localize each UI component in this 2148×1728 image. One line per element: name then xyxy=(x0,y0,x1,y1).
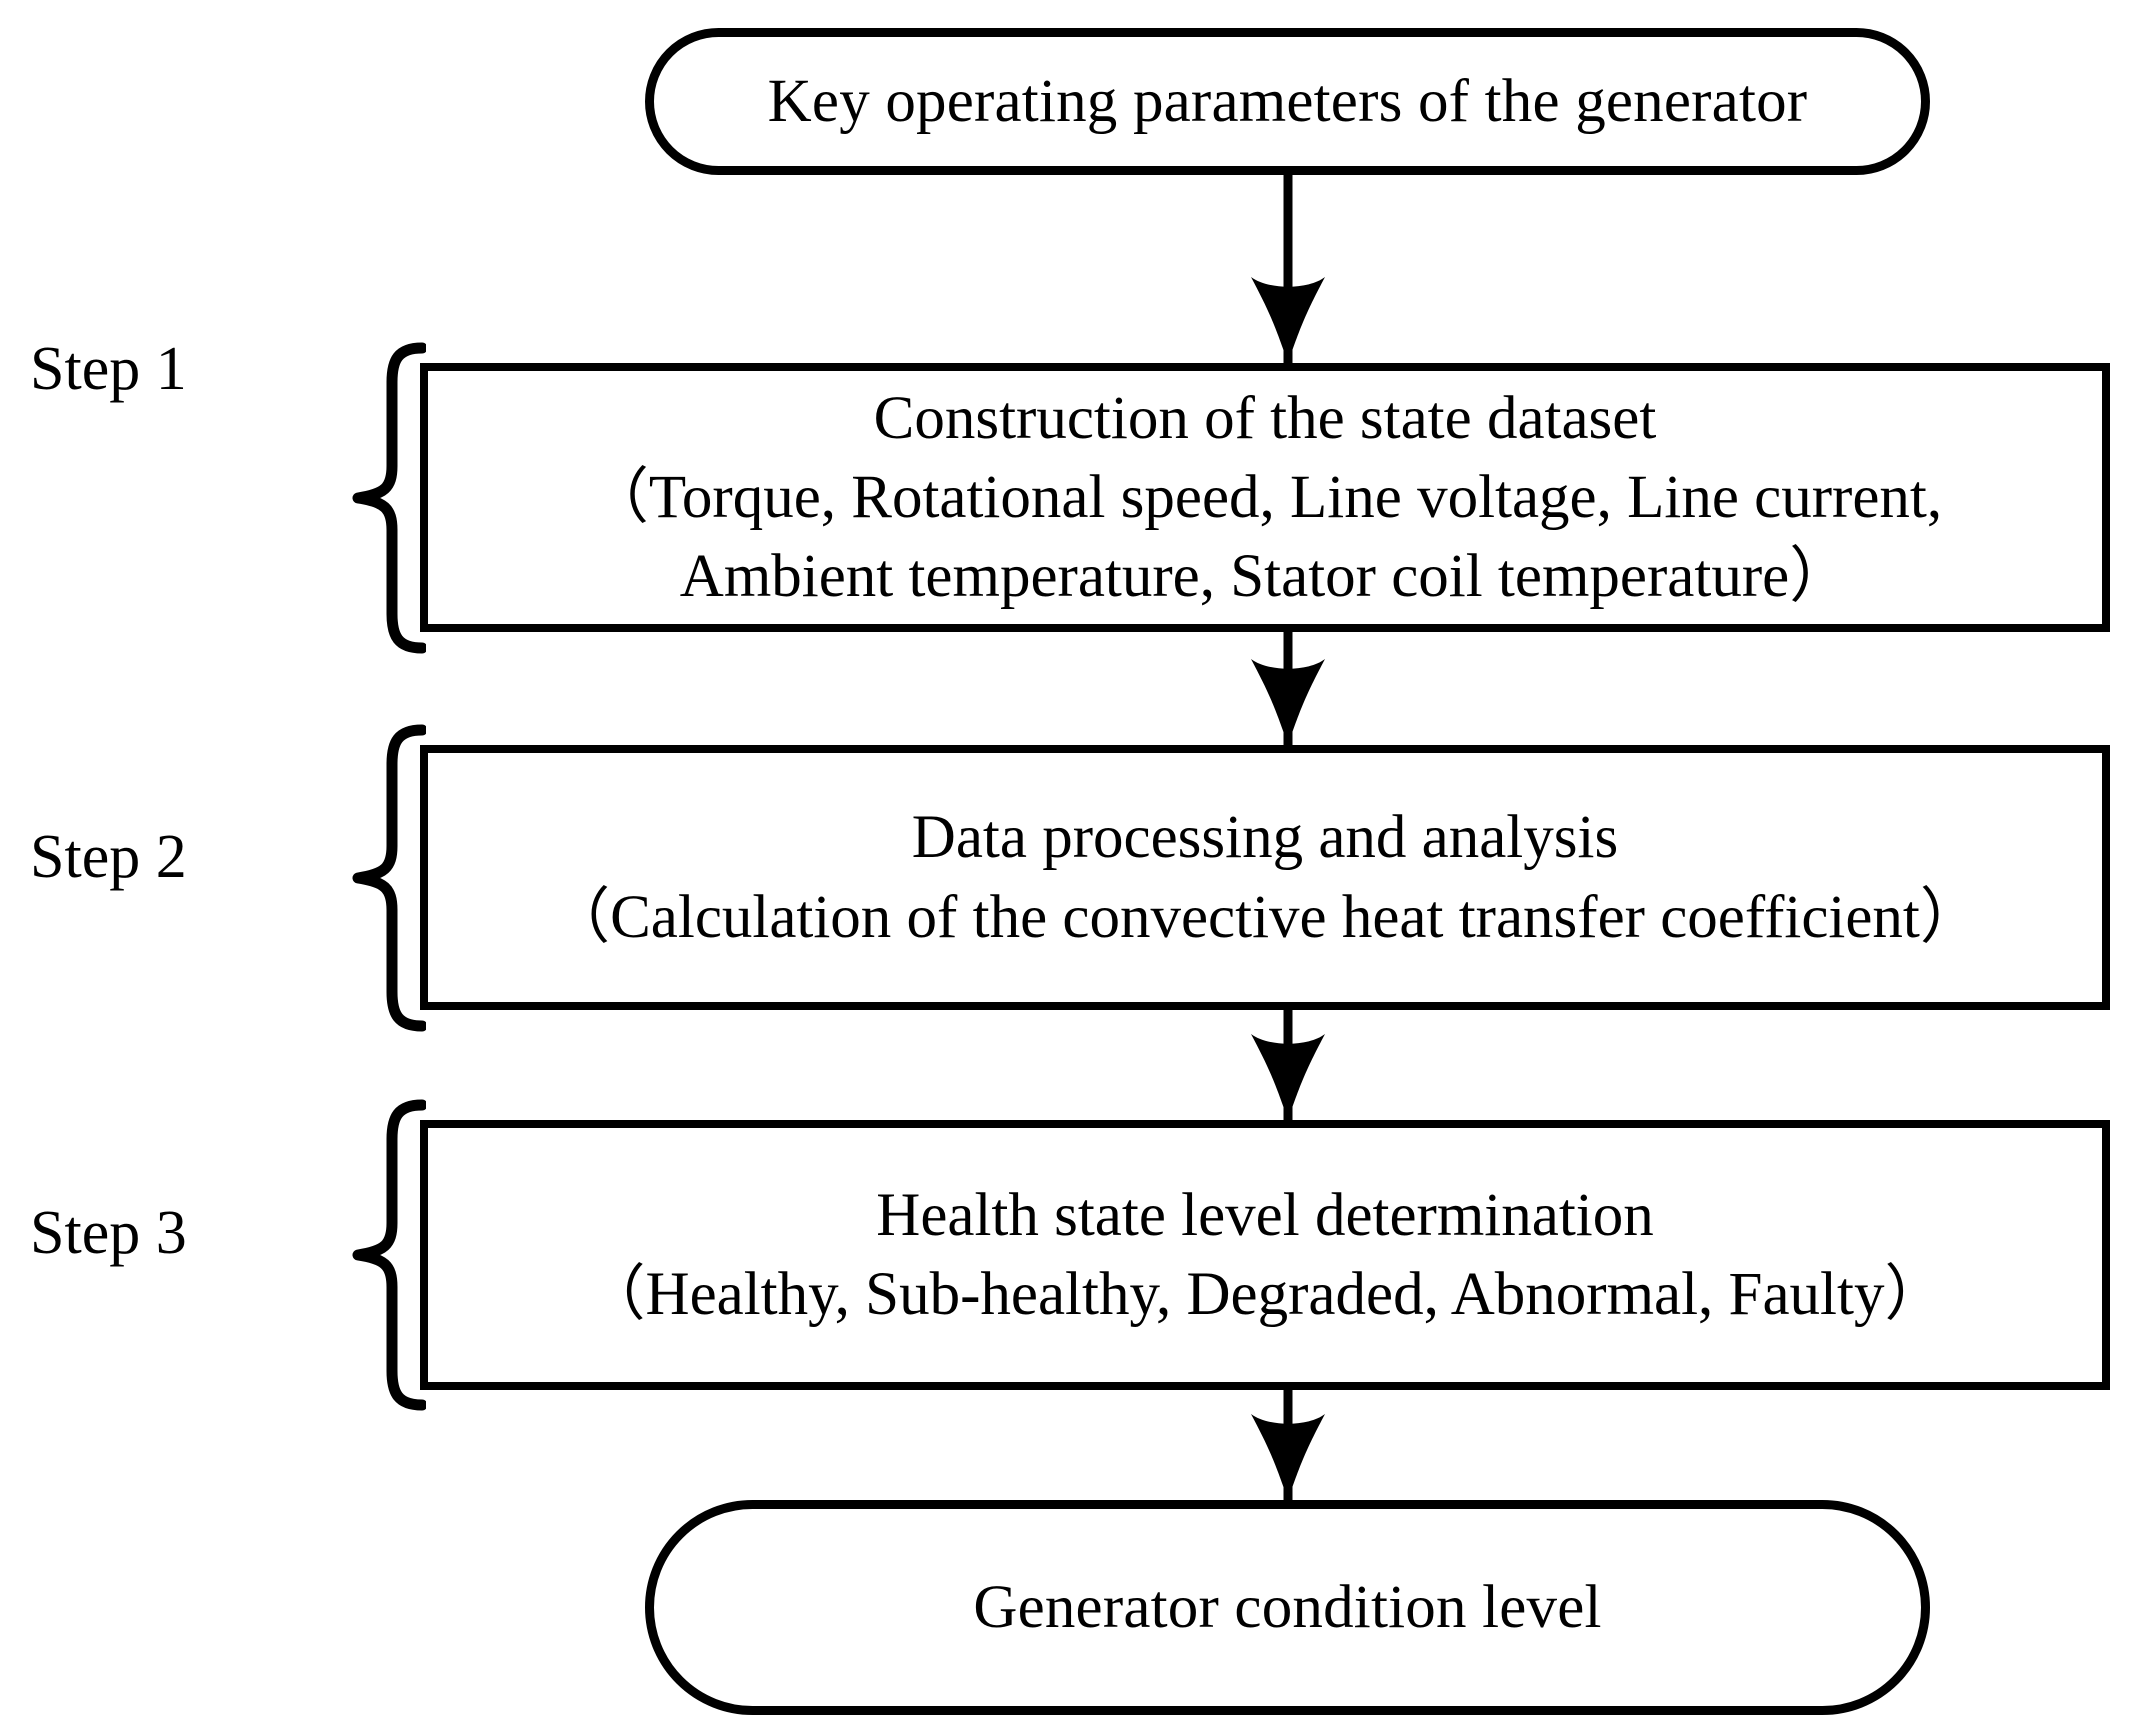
node-key-operating-parameters-label: Key operating parameters of the generato… xyxy=(767,67,1808,135)
brace-step-1 xyxy=(348,342,426,654)
node-step-3-box[interactable]: Health state level determination （Health… xyxy=(420,1120,2110,1390)
step-label-2: Step 2 xyxy=(30,823,187,891)
step-1-line-1: Construction of the state dataset xyxy=(873,384,1657,452)
step-1-line-3: Ambient temperature, Stator coil tempera… xyxy=(679,543,1851,611)
step-label-3: Step 3 xyxy=(30,1199,187,1267)
step-1-line-2: （Torque, Rotational speed, Line voltage,… xyxy=(587,463,1943,531)
node-key-operating-parameters[interactable]: Key operating parameters of the generato… xyxy=(645,28,1930,175)
brace-step-3 xyxy=(348,1099,426,1411)
step-3-line-2: （Healthy, Sub-healthy, Degraded, Abnorma… xyxy=(584,1261,1946,1328)
arrow-step1-to-step2 xyxy=(1251,632,1325,745)
arrow-step2-to-step3 xyxy=(1251,1010,1325,1120)
arrow-title-to-step1 xyxy=(1251,175,1325,363)
node-generator-condition-level-label: Generator condition level xyxy=(973,1573,1602,1641)
arrow-step3-to-end xyxy=(1251,1390,1325,1500)
step-2-line-1: Data processing and analysis xyxy=(911,804,1619,872)
node-step-2-box[interactable]: Data processing and analysis （Calculatio… xyxy=(420,745,2110,1010)
step-3-line-1: Health state level determination xyxy=(876,1181,1654,1249)
brace-step-2 xyxy=(348,724,426,1032)
node-generator-condition-level[interactable]: Generator condition level xyxy=(645,1500,1930,1715)
node-step-1-box[interactable]: Construction of the state dataset （Torqu… xyxy=(420,363,2110,632)
step-2-line-2: （Calculation of the convective heat tran… xyxy=(549,883,1981,951)
step-label-1: Step 1 xyxy=(30,335,187,403)
